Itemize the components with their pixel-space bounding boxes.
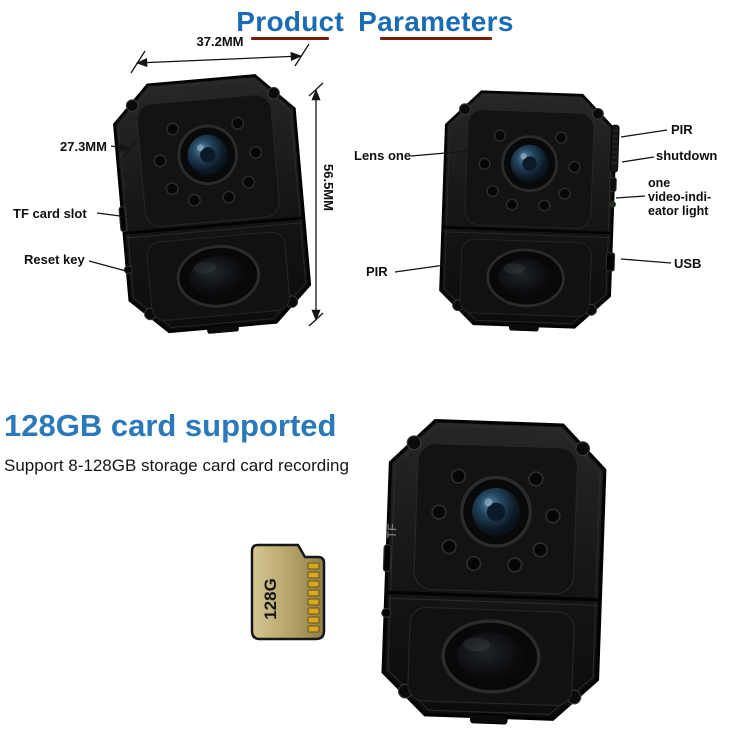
- title-underline-left: [251, 37, 330, 40]
- sd-card-pins: [307, 562, 320, 633]
- camera-illustration-bottom: TF: [381, 418, 607, 725]
- tf-card-slot-opening: [382, 543, 392, 573]
- title-word-parameters-text: Parameters: [358, 6, 514, 37]
- right-camera-image: [434, 85, 622, 334]
- pir-sensor: [176, 244, 261, 308]
- tf-card-slot-label: TF card slot: [13, 206, 87, 221]
- camera-lens-icon: [501, 135, 558, 192]
- ir-leds: [153, 116, 263, 207]
- indicator-light: [609, 201, 616, 208]
- microsd-card-icon: 128G: [246, 541, 330, 643]
- sd-card-capacity-label: 128G: [261, 578, 280, 620]
- usb-line: [620, 258, 672, 264]
- bottom-camera-image: TF: [375, 412, 614, 728]
- shutdown-button: [609, 176, 617, 193]
- reset-key-label: Reset key: [24, 252, 85, 267]
- camera-illustration-left: [113, 74, 312, 335]
- usb-port: [605, 252, 616, 272]
- ir-leds: [431, 468, 561, 573]
- dimension-height-label: 56.5MM: [321, 164, 336, 211]
- pir-switch: [610, 124, 620, 173]
- storage-subheading: Support 8-128GB storage card card record…: [4, 456, 349, 475]
- indicator-light-label-line2: video-indi-: [648, 190, 712, 204]
- pir-sensor: [486, 248, 565, 308]
- reset-key-hole: [123, 265, 133, 275]
- pir-side-label: PIR: [671, 122, 693, 137]
- indicator-light-label-line1: one: [648, 176, 671, 190]
- indicator-light-label: one video-indi- eator light: [648, 176, 711, 218]
- pir-sensor: [441, 619, 541, 694]
- title-underline-right: [379, 37, 492, 40]
- shutdown-line: [621, 156, 655, 163]
- camera-lens-icon: [177, 124, 238, 186]
- pir-side-line: [620, 129, 668, 138]
- left-camera-image: [105, 66, 319, 341]
- indicator-line: [615, 195, 646, 199]
- dim-width-line: [135, 51, 303, 68]
- title-word-product-text: Product: [236, 6, 345, 37]
- shutdown-label: shutdown: [656, 148, 718, 163]
- ir-leds: [478, 129, 581, 212]
- lens-one-label: Lens one: [354, 148, 412, 163]
- camera-side-marking: TF: [385, 523, 400, 539]
- usb-label: USB: [674, 256, 702, 271]
- side-controls: [605, 124, 620, 272]
- camera-lens-icon: [460, 475, 532, 548]
- title-word-parameters: Parameters: [358, 6, 514, 40]
- page-title: Product Parameters: [0, 6, 750, 40]
- dimension-depth-label: 27.3MM: [60, 139, 107, 154]
- pir-front-label: PIR: [366, 264, 388, 279]
- storage-heading: 128GB card supported: [4, 408, 337, 443]
- indicator-light-label-line3: eator light: [648, 204, 709, 218]
- reset-key-hole: [381, 607, 392, 619]
- title-word-product: Product: [236, 6, 345, 40]
- dimension-width-label: 37.2MM: [196, 34, 244, 49]
- camera-illustration-right: [439, 90, 620, 332]
